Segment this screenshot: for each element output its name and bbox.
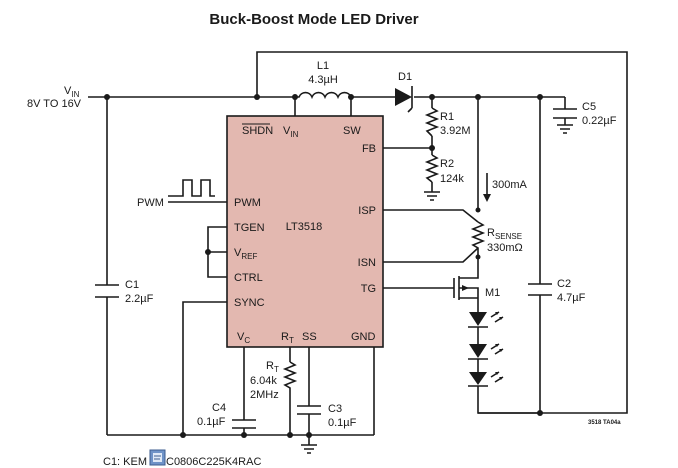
- footnote-prefix: C1: KEM: [103, 456, 147, 468]
- pin-pwm: PWM: [234, 197, 261, 209]
- pwm-waveform-icon: [168, 179, 215, 197]
- diode-d1: [395, 86, 413, 113]
- rsense-value: 330mΩ: [487, 242, 523, 254]
- pwm-input-label: PWM: [137, 197, 164, 209]
- c1-ref: C1: [125, 279, 139, 291]
- mosfet-m1: [453, 275, 479, 300]
- pin-ctrl: CTRL: [234, 272, 263, 284]
- current-arrow: [483, 173, 491, 202]
- r1-ref: R1: [440, 111, 454, 123]
- capacitor-c5: [553, 108, 577, 134]
- c1-value: 2.2µF: [125, 293, 154, 305]
- pin-vc: VC: [237, 331, 250, 345]
- rsense-ref: RSENSE: [487, 227, 522, 241]
- inductor-l1: [295, 91, 352, 100]
- wires: [88, 51, 628, 445]
- pin-tg: TG: [361, 283, 376, 295]
- pin-tgen: TGEN: [234, 222, 265, 234]
- c2-value: 4.7µF: [557, 292, 586, 304]
- c4-ref: C4: [212, 402, 226, 414]
- capacitor-c3: [297, 405, 321, 415]
- footnote-suffix: C0806C225K4RAC: [166, 456, 261, 468]
- r2-ref: R2: [440, 158, 454, 170]
- l1-value: 4.3µH: [308, 74, 338, 86]
- pin-sync: SYNC: [234, 297, 265, 309]
- capacitor-c4: [232, 419, 256, 429]
- current-label: 300mA: [492, 179, 528, 191]
- c5-ref: C5: [582, 101, 596, 113]
- resistor-r2: [424, 154, 440, 183]
- pin-isp: ISP: [358, 205, 376, 217]
- led-3: [468, 371, 504, 387]
- ground-symbol-r2: [424, 191, 440, 201]
- junctions: [104, 94, 543, 438]
- r2-value: 124k: [440, 173, 464, 185]
- capacitor-c2: [528, 283, 552, 296]
- vin-label: VIN: [64, 85, 80, 99]
- c3-ref: C3: [328, 403, 342, 415]
- m1-ref: M1: [485, 287, 500, 299]
- pin-shdn: SHDN: [242, 125, 273, 137]
- resistor-rt: [282, 361, 298, 392]
- pin-isn: ISN: [358, 257, 376, 269]
- ground-symbol-main: [301, 444, 317, 454]
- c3-value: 0.1µF: [328, 417, 357, 429]
- c4-value: 0.1µF: [197, 416, 226, 428]
- ic-name: LT3518: [286, 221, 323, 233]
- rt-ref: RT: [266, 360, 279, 374]
- ic-body: [226, 115, 384, 348]
- pin-gnd: GND: [351, 331, 376, 343]
- d1-ref: D1: [398, 71, 412, 83]
- figure-code: 3518 TA04a: [588, 420, 621, 426]
- pin-fb: FB: [362, 143, 376, 155]
- capacitor-c1: [95, 284, 119, 298]
- resistor-r1: [424, 107, 440, 137]
- led-2: [468, 343, 504, 360]
- resistor-rsense: [470, 221, 486, 257]
- vin-range: 8V TO 16V: [27, 98, 82, 110]
- l1-ref: L1: [317, 60, 329, 72]
- c5-value: 0.22µF: [582, 115, 617, 127]
- rt-value: 6.04k: [250, 375, 277, 387]
- led-1: [468, 311, 504, 328]
- notepad-icon: [149, 449, 166, 466]
- led-string: [468, 311, 504, 387]
- pin-vin: VIN: [283, 125, 299, 139]
- pin-rt: RT: [281, 331, 294, 345]
- r1-value: 3.92M: [440, 125, 471, 137]
- pin-sw: SW: [343, 125, 361, 137]
- pin-vref: VREF: [234, 247, 257, 261]
- pin-ss: SS: [302, 331, 317, 343]
- rt-frequency: 2MHz: [250, 389, 279, 401]
- diagram-title: Buck-Boost Mode LED Driver: [209, 11, 418, 28]
- c2-ref: C2: [557, 278, 571, 290]
